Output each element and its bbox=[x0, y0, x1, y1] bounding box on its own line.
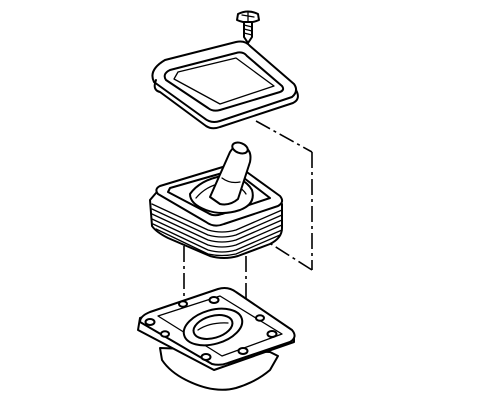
shaft-collar bbox=[221, 177, 241, 184]
screw bbox=[236, 10, 260, 44]
screw-shank bbox=[243, 21, 253, 44]
hole-icon bbox=[144, 318, 156, 326]
hole-icon bbox=[237, 347, 249, 355]
hole-icon bbox=[208, 296, 220, 304]
base-mounting-holes bbox=[144, 296, 278, 361]
screw-recess-icon bbox=[241, 11, 255, 22]
boot-corner-line bbox=[267, 241, 313, 271]
base-plate bbox=[137, 287, 296, 391]
bezel-corner-line bbox=[255, 120, 313, 153]
hole-icon bbox=[266, 330, 278, 338]
bezel-inner-lip bbox=[173, 57, 275, 105]
base-center-opening bbox=[192, 314, 234, 340]
hole-icon bbox=[255, 314, 265, 322]
hole-icon bbox=[200, 353, 212, 361]
shift-boot bbox=[149, 141, 284, 259]
base-opening-detail bbox=[197, 322, 229, 331]
boot-pleats bbox=[151, 203, 283, 257]
bezel-inner-opening bbox=[163, 51, 285, 112]
hole-icon bbox=[160, 330, 170, 338]
trim-bezel bbox=[151, 40, 299, 130]
bezel-outer-frame bbox=[151, 40, 298, 123]
bezel-frame-thickness bbox=[153, 79, 299, 130]
shift-shaft-tip bbox=[231, 141, 249, 155]
screw-threads bbox=[243, 24, 253, 36]
hole-icon bbox=[178, 300, 188, 308]
